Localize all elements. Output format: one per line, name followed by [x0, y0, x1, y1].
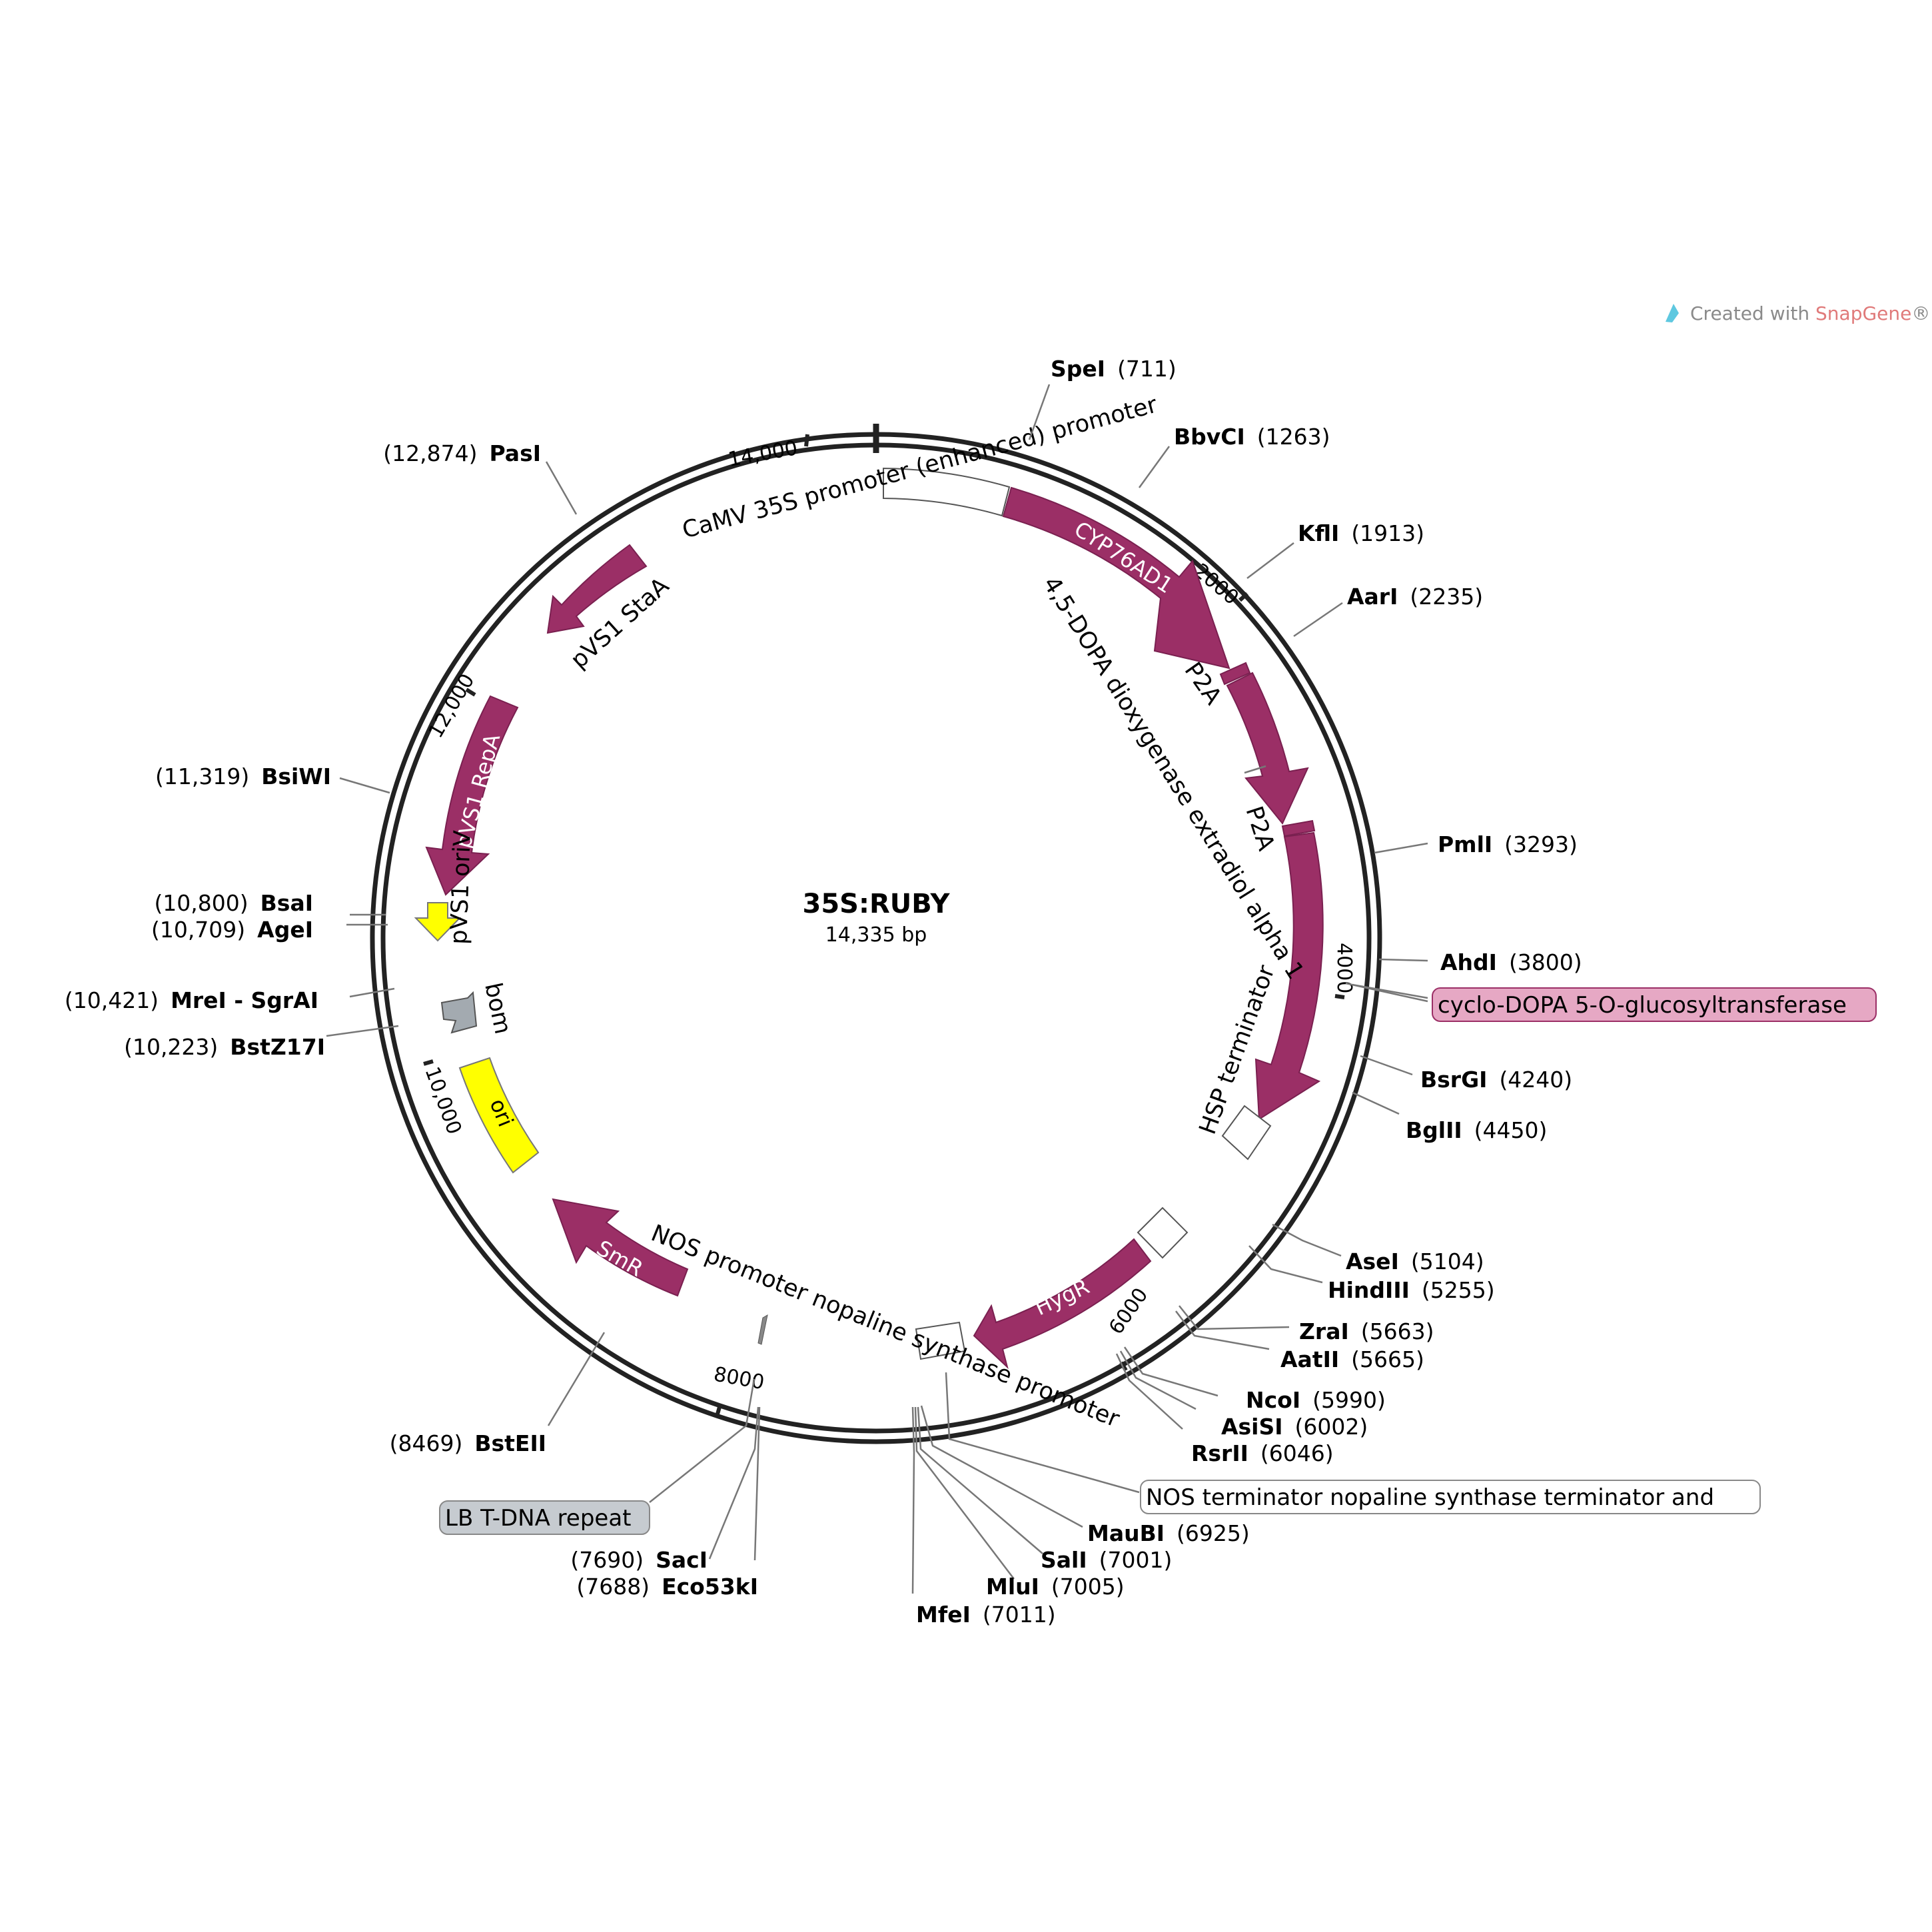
- feature-cyp76ad1-arrow[interactable]: [1002, 486, 1230, 670]
- feature-cyp76ad1-label: CYP76AD1: [1070, 516, 1178, 598]
- snapgene-credit: Created with SnapGene®: [1666, 302, 1930, 324]
- snapgene-logo-icon: [1666, 304, 1679, 322]
- tick-8000: 8000: [712, 1362, 766, 1394]
- enzyme-ahdi[interactable]: AhdI(3800): [1440, 949, 1582, 975]
- box-lb-tdna-label[interactable]: LB T-DNA repeat: [445, 1505, 632, 1532]
- enzyme-asei[interactable]: AseI(5104): [1346, 1248, 1484, 1274]
- enzyme-hindiii[interactable]: HindIII(5255): [1328, 1277, 1495, 1303]
- box-lb-tdna: [439, 1500, 650, 1535]
- enzyme-pmli[interactable]: PmlI(3293): [1438, 831, 1578, 857]
- feature-smr-arrow[interactable]: [552, 1198, 689, 1297]
- enzyme-labels: SpeI(711) BbvCI(1263) KflI(1913) AarI(22…: [65, 356, 1582, 1628]
- enzyme-kfli[interactable]: KflI(1913): [1298, 520, 1424, 546]
- box-cyclodopa: [1432, 987, 1877, 1022]
- feature-leader-lines: [649, 765, 1428, 1503]
- box-nos-terminator-label[interactable]: NOS terminator nopaline synthase termina…: [1146, 1484, 1714, 1511]
- feature-nos-promoter-box[interactable]: [915, 1321, 966, 1360]
- plasmid-name: 35S:RUBY: [802, 889, 950, 919]
- feature-pvs1-repa-arrow[interactable]: [425, 695, 519, 896]
- enzyme-mrei-sgrai[interactable]: (10,421)MreI - SgrAI: [65, 987, 318, 1013]
- feature-dopa-dioxygenase-arrow[interactable]: [1226, 672, 1309, 825]
- label-bom: bom: [479, 981, 516, 1037]
- feature-tiny-mark-7690[interactable]: [757, 1314, 768, 1345]
- feature-small-box-5300[interactable]: [1137, 1207, 1189, 1259]
- enzyme-pasi[interactable]: (12,874)PasI: [383, 440, 541, 466]
- enzyme-sali[interactable]: SalI(7001): [1041, 1547, 1172, 1573]
- enzyme-aari[interactable]: AarI(2235): [1347, 584, 1483, 610]
- enzyme-bbvci[interactable]: BbvCI(1263): [1174, 424, 1330, 450]
- feature-p2a-2[interactable]: [1281, 819, 1316, 837]
- feature-pvs1-staa-arrow[interactable]: [546, 544, 648, 634]
- enzyme-maubi[interactable]: MauBI(6925): [1087, 1520, 1250, 1546]
- enzyme-ncoi[interactable]: NcoI(5990): [1246, 1387, 1386, 1413]
- feature-hsp-terminator[interactable]: [1221, 1105, 1272, 1161]
- enzyme-zrai[interactable]: ZraI(5663): [1299, 1318, 1434, 1344]
- enzyme-bsteii[interactable]: (8469)BstEII: [390, 1430, 546, 1456]
- credit-brand: SnapGene: [1815, 302, 1911, 324]
- enzyme-mfei[interactable]: MfeI(7011): [916, 1602, 1056, 1628]
- enzyme-rsrii[interactable]: RsrII(6046): [1191, 1440, 1334, 1466]
- enzyme-bstz17i[interactable]: (10,223)BstZ17I: [124, 1034, 325, 1060]
- enzyme-bsiwi[interactable]: (11,319)BsiWI: [155, 763, 331, 789]
- enzyme-bglii[interactable]: BglII(4450): [1406, 1117, 1547, 1143]
- plasmid-size: 14,335 bp: [825, 923, 927, 947]
- credit-suffix: ®: [1911, 302, 1930, 324]
- enzyme-leader-lines: [326, 384, 1428, 1594]
- enzyme-bsai[interactable]: (10,800)BsaI: [154, 890, 313, 916]
- feature-camv35s-promoter[interactable]: [883, 467, 1011, 517]
- feature-bom[interactable]: [440, 991, 478, 1034]
- tick-12000: 12,000: [424, 670, 480, 742]
- enzyme-saci[interactable]: (7690)SacI: [570, 1547, 708, 1573]
- tick-10000: 10,000: [420, 1064, 466, 1138]
- box-nos-terminator: [1140, 1480, 1761, 1514]
- enzyme-spei[interactable]: SpeI(711): [1051, 356, 1177, 382]
- enzyme-bsrgi[interactable]: BsrGI(4240): [1420, 1067, 1572, 1093]
- box-cyclodopa-label[interactable]: cyclo-DOPA 5-O-glucosyltransferase: [1438, 992, 1847, 1019]
- feature-cyclodopa-glucosyltransferase-arrow[interactable]: [1254, 831, 1324, 1121]
- enzyme-mlui[interactable]: MluI(7005): [986, 1574, 1125, 1600]
- enzyme-asisi[interactable]: AsiSI(6002): [1221, 1414, 1368, 1440]
- svg-text:Created with SnapGene®: Created with SnapGene®: [1690, 302, 1930, 324]
- tick-4000: 4000: [1332, 943, 1356, 993]
- enzyme-eco53ki[interactable]: (7688)Eco53kI: [576, 1574, 758, 1600]
- scale-ticks: [423, 434, 1345, 1417]
- label-pvs1-oriv: pVS1 oriV: [446, 830, 476, 945]
- feature-ori[interactable]: [458, 1057, 540, 1174]
- enzyme-aatii[interactable]: AatII(5665): [1280, 1346, 1424, 1372]
- credit-prefix: Created with: [1690, 302, 1815, 324]
- enzyme-agei[interactable]: (10,709)AgeI: [151, 917, 313, 943]
- feature-pvs1-oriv[interactable]: [414, 902, 462, 942]
- boxed-labels: cyclo-DOPA 5-O-glucosyltransferase NOS t…: [439, 987, 1877, 1535]
- tick-14000: 14,000: [726, 436, 799, 472]
- feature-p2a-1[interactable]: [1219, 662, 1251, 686]
- feature-hygr-arrow[interactable]: [973, 1238, 1152, 1370]
